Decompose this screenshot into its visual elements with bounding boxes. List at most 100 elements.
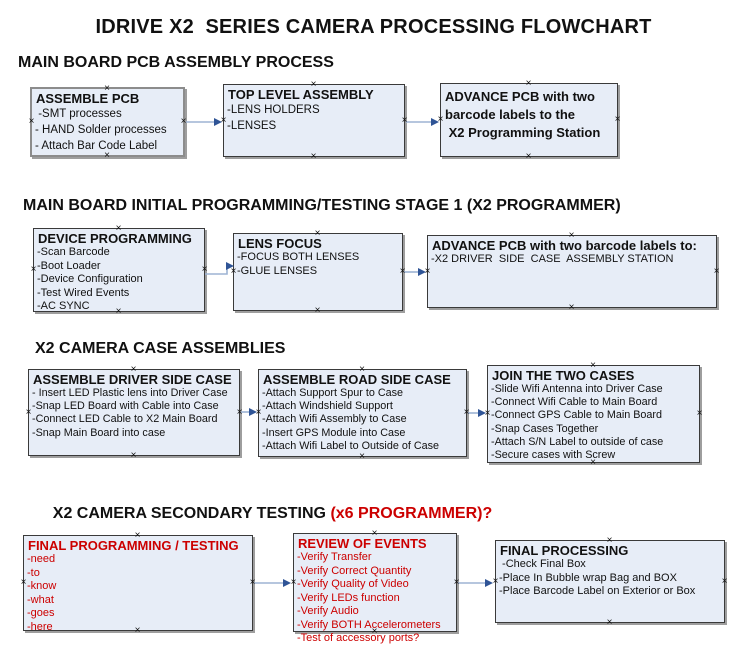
box-items: - Insert LED Plastic lens into Driver Ca… [29,387,239,440]
connection-handle-icon[interactable]: × [25,406,32,418]
connection-handle-icon[interactable]: × [359,364,365,375]
connection-handle-icon[interactable]: × [399,266,406,277]
box-final-processing[interactable]: FINAL PROCESSING -Check Final Box-Place … [493,536,728,628]
connection-handle-icon[interactable]: × [314,305,321,316]
box-text-line: -Verify Transfer [297,551,372,563]
box-review-of-events[interactable]: REVIEW OF EVENTS -Verify Transfer-Verify… [291,529,460,645]
box-title: FINAL PROGRAMMING / TESTING [28,538,239,553]
connection-handle-icon[interactable]: × [310,151,317,162]
connection-handle-icon[interactable]: × [590,457,596,468]
box-text-line: -GLUE LENSES [237,264,318,277]
connector-arrow-lensfocus-to-advance2[interactable] [404,268,426,276]
connection-handle-icon[interactable]: × [401,114,408,126]
box-text-line: -Test of accessory ports? [297,632,420,644]
connection-handle-icon[interactable]: × [255,407,262,418]
box-text-line: -LENS HOLDERS [227,104,320,116]
connection-handle-icon[interactable]: × [713,265,720,277]
box-text-line: -Snap Main Board into case [32,426,166,439]
connection-handle-icon[interactable]: × [525,151,532,162]
connection-handle-icon[interactable]: × [130,364,137,375]
box-text-line: -Slide Wifi Antenna into Driver Case [491,383,663,395]
connection-handle-icon[interactable]: × [314,228,321,239]
connection-handle-icon[interactable]: × [371,626,378,637]
connection-handle-icon[interactable]: × [30,264,37,275]
connection-handle-icon[interactable]: × [424,265,431,277]
connection-handle-icon[interactable]: × [134,625,141,636]
connection-handle-icon[interactable]: × [310,79,317,90]
connection-handle-icon[interactable]: × [104,83,110,94]
box-text-line: -goes [27,607,55,619]
box-assemble-road-side-case[interactable]: ASSEMBLE ROAD SIDE CASE -Attach Support … [256,365,470,462]
box-top-level-assembly[interactable]: TOP LEVEL ASSEMBLY -LENS HOLDERS-LENSES … [221,80,408,162]
box-text-line: -AC SYNC [37,300,90,312]
connector-arrow-deviceprog-to-lensfocus[interactable] [205,262,234,275]
connector-arrow-finalprog-to-review[interactable] [254,579,291,587]
connection-handle-icon[interactable]: × [463,407,470,418]
box-text-line: - HAND Solder processes [35,124,167,136]
box-items: -need-to-know-what-goes-here [24,553,252,634]
connection-handle-icon[interactable]: × [115,223,122,234]
connection-handle-icon[interactable]: × [606,535,613,546]
box-text-line: -Snap Cases Together [491,422,599,435]
connection-handle-icon[interactable]: × [568,302,575,313]
box-items: -FOCUS BOTH LENSES-GLUE LENSES [234,251,402,278]
connection-handle-icon[interactable]: × [180,116,187,127]
box-title: ASSEMBLE DRIVER SIDE CASE [33,372,232,387]
connector-arrow-toplevel-to-advance[interactable] [406,118,439,126]
connection-handle-icon[interactable]: × [371,528,378,539]
box-text-line: -Verify BOTH Accelerometers [297,618,441,631]
connection-handle-icon[interactable]: × [230,266,237,277]
box-text-line: -FOCUS BOTH LENSES [237,251,360,263]
box-text-line: -Attach Windshield Support [262,400,393,413]
box-text-line: -here [27,620,53,633]
connector-arrow-driverside-to-roadside[interactable] [241,408,257,416]
connection-handle-icon[interactable]: × [134,530,141,541]
connection-handle-icon[interactable]: × [359,451,365,462]
connection-handle-icon[interactable]: × [28,116,35,127]
connection-handle-icon[interactable]: × [249,577,256,588]
section-heading-case-assemblies: X2 CAMERA CASE ASSEMBLIES [35,340,286,357]
connection-handle-icon[interactable]: × [590,360,596,371]
box-advance-pcb-to-driver-side-station[interactable]: ADVANCE PCB with two barcode labels to: … [425,231,720,313]
connection-handle-icon[interactable]: × [696,408,703,419]
connection-handle-icon[interactable]: × [115,306,122,317]
connection-handle-icon[interactable]: × [606,617,613,628]
connector-arrow-roadside-to-join[interactable] [468,409,486,417]
box-device-programming[interactable]: DEVICE PROGRAMMING -Scan Barcode-Boot Lo… [31,224,208,317]
box-text-line: -Device Configuration [37,273,143,285]
box-text-line: -Secure cases with Screw [491,449,616,462]
connection-handle-icon[interactable]: × [568,230,575,241]
connection-handle-icon[interactable]: × [220,114,227,126]
section-heading-secondary-testing: X2 CAMERA SECONDARY TESTING (x6 PROGRAMM… [35,487,492,541]
box-text-line: -Insert GPS Module into Case [262,426,406,439]
connection-handle-icon[interactable]: × [104,150,110,161]
box-join-the-two-cases[interactable]: JOIN THE TWO CASES -Slide Wifi Antenna i… [485,361,703,468]
connection-handle-icon[interactable]: × [614,114,621,125]
connection-handle-icon[interactable]: × [236,406,243,418]
connection-handle-icon[interactable]: × [20,577,27,588]
box-items: -Verify Transfer-Verify Correct Quantity… [294,551,456,646]
connector-arrow-review-to-finalprocessing[interactable] [458,579,493,587]
connection-handle-icon[interactable]: × [453,576,460,588]
connector-arrow-assemble-to-toplevel[interactable] [186,118,222,126]
box-text-line: ADVANCE PCB with two [445,89,595,104]
box-title: FINAL PROCESSING [500,543,629,558]
connection-handle-icon[interactable]: × [201,264,208,275]
box-lens-focus[interactable]: LENS FOCUS -FOCUS BOTH LENSES-GLUE LENSE… [231,229,406,316]
box-text-line: - Insert LED Plastic lens into Driver Ca… [32,387,228,399]
box-text-line: -Boot Loader [37,259,101,272]
box-text-line: -Attach Support Spur to Case [262,387,404,399]
connection-handle-icon[interactable]: × [437,114,444,125]
connection-handle-icon[interactable]: × [290,576,297,588]
box-assemble-driver-side-case[interactable]: ASSEMBLE DRIVER SIDE CASE - Insert LED P… [26,365,243,461]
connection-handle-icon[interactable]: × [721,575,728,587]
connection-handle-icon[interactable]: × [484,408,491,419]
connection-handle-icon[interactable]: × [492,575,499,587]
box-assemble-pcb[interactable]: ASSEMBLE PCB -SMT processes- HAND Solder… [28,83,187,161]
box-text-line: -to [27,566,40,579]
box-final-programming-testing[interactable]: FINAL PROGRAMMING / TESTING -need-to-kno… [21,531,256,636]
connection-handle-icon[interactable]: × [130,450,137,461]
box-text-line: -Check Final Box [499,558,586,570]
connection-handle-icon[interactable]: × [525,78,532,89]
